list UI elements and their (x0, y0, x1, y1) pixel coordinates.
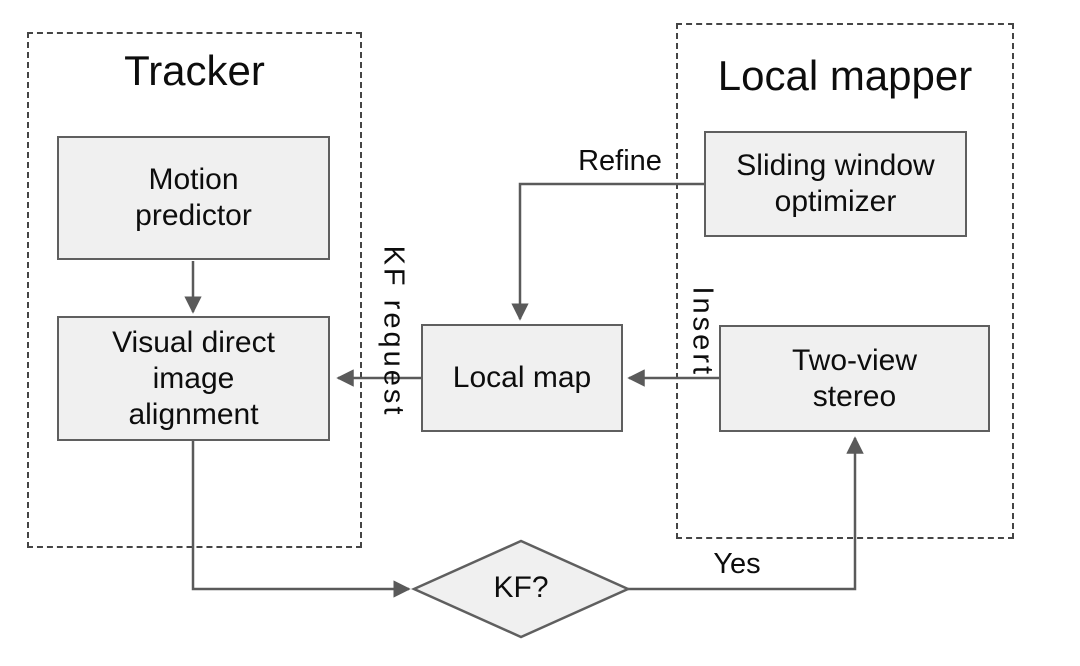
local-mapper-group-title: Local mapper (717, 52, 973, 99)
node-visual-direct-image-alignment: Visual direct image alignment (57, 316, 330, 441)
node-two-view-stereo: Two-view stereo (719, 325, 990, 432)
tracker-group-title: Tracker (124, 47, 265, 94)
arrow-alignment-to-kf-decision (191, 441, 411, 598)
edge-label-insert: Insert (686, 286, 719, 378)
edge-label-kf-request: KF request (377, 245, 410, 418)
local-mapper-group-border (676, 23, 1014, 539)
tracker-group-border (27, 32, 362, 548)
arrow-kf-decision-to-stereo-yes (628, 436, 864, 591)
edge-label-yes: Yes (713, 548, 761, 580)
kf-decision-diamond (410, 539, 632, 639)
node-local-map: Local map (421, 324, 623, 432)
node-sliding-window-optimizer: Sliding window optimizer (704, 131, 967, 237)
node-motion-predictor: Motion predictor (57, 136, 330, 260)
arrow-optimizer-to-local-map-refine (511, 182, 704, 321)
edge-label-refine: Refine (578, 145, 662, 177)
kf-decision-label: KF? (493, 571, 549, 604)
